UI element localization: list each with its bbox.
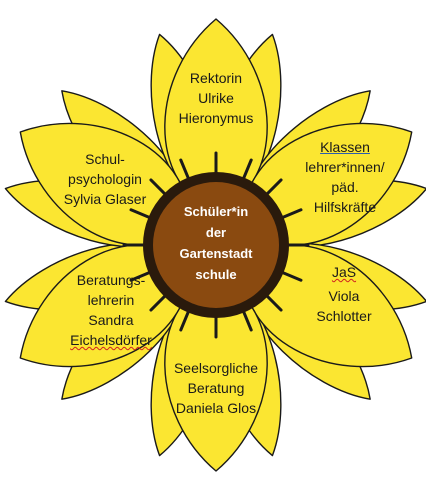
- petal-upper-left-line-1: Schul-: [85, 151, 125, 167]
- center-line-4: schule: [195, 267, 237, 282]
- center-spike: [263, 178, 283, 198]
- center-spike: [129, 208, 153, 220]
- petal-text-bottom: Seelsorgliche Beratung Daniela Glos: [160, 358, 272, 418]
- petal-lower-right-line-1: JaS: [331, 264, 357, 280]
- center-spike: [263, 292, 283, 312]
- petal-top-line-1: Rektorin: [189, 70, 243, 86]
- petal-upper-right-line-1: Klassen: [320, 139, 370, 155]
- petal-text-top: Rektorin Ulrike Hieronymus: [158, 68, 274, 128]
- center-line-3: Gartenstadt: [179, 246, 253, 261]
- front-petals: [19, 18, 413, 472]
- petal-lower-left-line-1: Beratungs-: [76, 272, 146, 288]
- front-petal: [241, 244, 413, 368]
- petal-bottom-line-2: Beratung: [187, 380, 245, 396]
- petal-bottom-line-3: Daniela Glos: [175, 400, 257, 416]
- center-disc-inner: [153, 182, 279, 308]
- center-spikes: [122, 151, 310, 339]
- petal-upper-left-line-2: psychologin: [68, 171, 142, 187]
- petal-text-upper-right: Klassen lehrer*innen/ päd. Hilfskräfte: [286, 137, 404, 217]
- petal-lower-right-line-3: Schlotter: [316, 308, 372, 324]
- petal-upper-left-line-3: Sylvia Glaser: [63, 191, 147, 207]
- petal-lower-left-line-2: lehrerin: [87, 292, 135, 308]
- petal-text-lower-right: JaS Viola Schlotter: [294, 262, 394, 326]
- petal-text-lower-left: Beratungs- lehrerin Sandra Eichelsdörfer: [50, 270, 172, 350]
- petal-lower-left-line-3: Sandra: [88, 312, 134, 328]
- front-petal: [19, 122, 191, 246]
- front-petal: [164, 18, 268, 216]
- center-spike: [279, 208, 303, 220]
- center-spike: [149, 292, 169, 312]
- front-petal: [19, 244, 191, 368]
- petal-top-line-2: Ulrike: [198, 90, 234, 106]
- petal-lower-left-line-4: Eichelsdörfer: [70, 332, 152, 348]
- petal-top-line-3: Hieronymus: [178, 110, 254, 126]
- center-spike: [179, 308, 191, 332]
- petal-lower-right-line-2: Viola: [328, 288, 360, 304]
- front-petal: [164, 274, 268, 472]
- center-spike: [129, 270, 153, 282]
- center-spike: [279, 270, 303, 282]
- front-petal: [241, 122, 413, 246]
- petal-upper-right-line-2: lehrer*innen/: [305, 159, 385, 175]
- center-line-2: der: [205, 225, 227, 240]
- petal-upper-right-line-3: päd.: [331, 179, 359, 195]
- petal-upper-right-line-4: Hilfskräfte: [313, 199, 377, 215]
- center-spike: [149, 178, 169, 198]
- petal-bottom-line-1: Seelsorgliche: [173, 360, 259, 376]
- petal-text-upper-left: Schul- psychologin Sylvia Glaser: [50, 149, 160, 209]
- center-text: Schüler*in der Gartenstadt schule: [160, 201, 272, 285]
- center-spike: [241, 308, 253, 332]
- center-line-1: Schüler*in: [183, 204, 249, 219]
- center-spike: [179, 158, 191, 182]
- center-spike: [241, 158, 253, 182]
